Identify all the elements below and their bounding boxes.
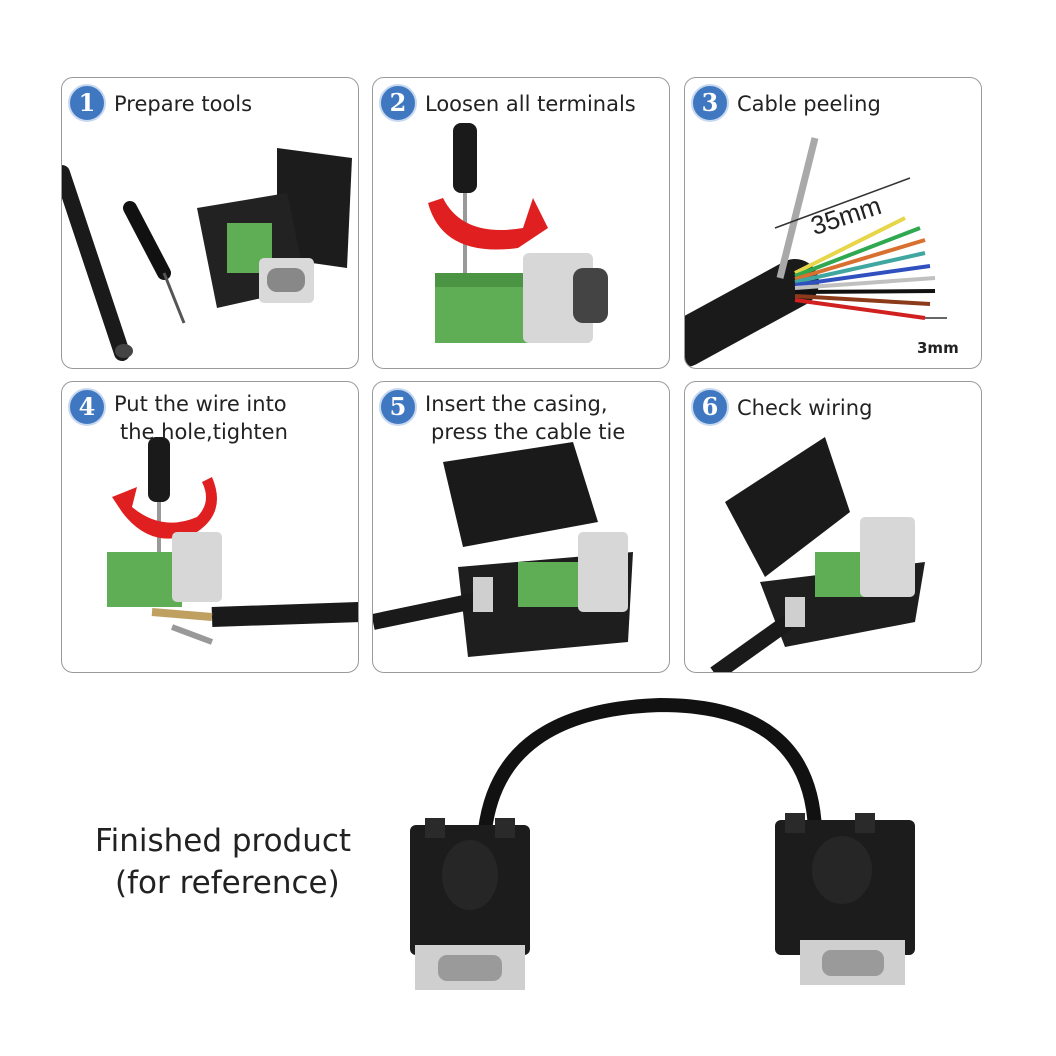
step-title: Prepare tools (114, 92, 253, 116)
step-number-badge: 2 (379, 84, 417, 122)
finished-product-caption: Finished product (for reference) (95, 820, 351, 904)
check-wiring-illustration (710, 437, 925, 672)
step-number-badge: 1 (68, 84, 106, 122)
insert-casing-illustration (373, 442, 633, 657)
step-number-badge: 4 (68, 388, 106, 426)
step-1-panel: 1 Prepare tools (61, 77, 359, 369)
step-title-line-1: Put the wire into (114, 392, 287, 416)
step-number-badge: 6 (691, 388, 729, 426)
step-2-panel: 2 Loosen all terminals (372, 77, 670, 369)
step-title: Loosen all terminals (425, 92, 636, 116)
finished-line-1: Finished product (95, 823, 352, 859)
finished-cable-illustration (410, 697, 915, 990)
finished-line-2: (for reference) (115, 865, 340, 901)
step-title: Put the wire into the hole,tighten (114, 390, 288, 446)
step-number-badge: 3 (691, 84, 729, 122)
step-title: Insert the casing, press the cable tie (425, 390, 625, 446)
loosen-terminals-illustration (428, 123, 608, 343)
insert-wire-illustration (107, 437, 358, 645)
step-title-line-2: the hole,tighten (120, 420, 288, 444)
core-strip-label: 3mm (917, 339, 959, 357)
step-title-line-2: press the cable tie (431, 420, 626, 444)
step-title-line-1: Insert the casing, (425, 392, 608, 416)
step-5-panel: 5 Insert the casing, press the cable tie (372, 381, 670, 673)
step-3-panel: 35mm 3mm 3 Cable peeling (684, 77, 982, 369)
step-4-panel: 4 Put the wire into the hole,tighten (61, 381, 359, 673)
step-title: Cable peeling (737, 92, 881, 116)
cable-peeling-illustration: 35mm 3mm (685, 137, 959, 367)
step-number-badge: 5 (379, 388, 417, 426)
step-6-panel: 6 Check wiring (684, 381, 982, 673)
tools-illustration (62, 148, 352, 361)
step-title: Check wiring (737, 396, 873, 420)
